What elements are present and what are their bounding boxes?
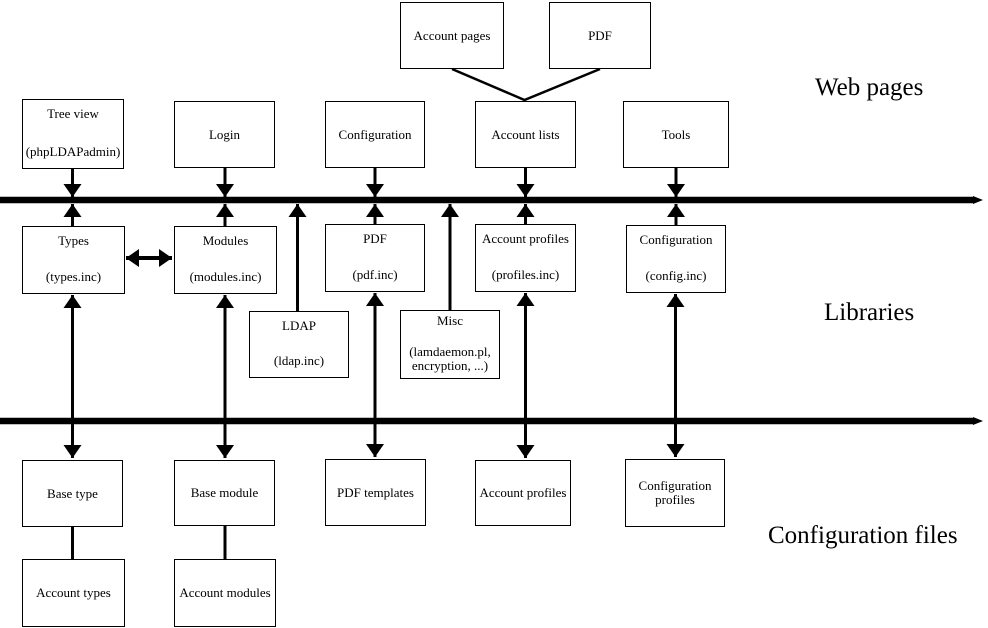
node-label: Account types — [36, 585, 111, 600]
node-label: Misc — [437, 313, 463, 328]
node-base-module: Base module — [174, 460, 275, 526]
node-tree-view: Tree view (phpLDAPadmin) — [22, 99, 124, 169]
node-sublabel: (ldap.inc) — [273, 353, 325, 368]
node-tools: Tools — [623, 101, 729, 168]
node-label: Types — [58, 233, 89, 248]
arrows-web-to-bus — [63, 168, 685, 197]
node-sublabel: (pdf.inc) — [352, 267, 398, 282]
node-pdf-templates: PDF templates — [325, 459, 426, 526]
section-label-libraries: Libraries — [824, 299, 915, 326]
node-account-modules: Account modules — [174, 559, 276, 627]
bus-line-libraries-config — [0, 417, 983, 425]
node-account-types: Account types — [22, 559, 125, 627]
section-label-configuration-files: Configuration files — [768, 522, 958, 549]
node-sublabel: (profiles.inc) — [491, 267, 560, 282]
node-account-pages: Account pages — [400, 2, 504, 69]
node-label: Login — [208, 126, 241, 142]
node-pdf-pages: PDF — [549, 2, 651, 69]
node-base-type: Base type — [22, 460, 123, 527]
node-sublabel: (types.inc) — [45, 269, 102, 284]
arrows-lib-to-bus — [63, 204, 685, 311]
node-label: Base module — [190, 485, 259, 500]
node-configuration-lib: Configuration (config.inc) — [626, 225, 726, 293]
node-label: Account profiles — [479, 485, 567, 500]
bus-line-web-libraries — [0, 196, 983, 204]
arrows-lib-config — [63, 293, 685, 458]
node-configuration-web: Configuration — [325, 101, 425, 168]
node-sublabel: (config.inc) — [645, 268, 707, 283]
node-label: Configuration — [639, 232, 713, 247]
node-pdf-lib: PDF (pdf.inc) — [325, 224, 425, 292]
node-label: Account modules — [179, 585, 271, 600]
node-label: PDF templates — [337, 484, 414, 500]
node-ldap: LDAP (ldap.inc) — [249, 311, 349, 378]
node-label: Account profiles — [481, 231, 569, 246]
node-label: Configuration profiles — [638, 478, 712, 507]
node-label: Account pages — [413, 27, 491, 43]
node-sublabel: (modules.inc) — [189, 269, 262, 284]
node-label: PDF — [588, 27, 612, 43]
node-account-profiles-lib: Account profiles (profiles.inc) — [475, 224, 576, 292]
node-label: LDAP — [282, 318, 316, 333]
node-account-lists: Account lists — [475, 101, 576, 168]
node-configuration-profiles: Configuration profiles — [625, 459, 725, 527]
node-label: Account lists — [491, 126, 560, 142]
node-label: Base type — [47, 485, 98, 501]
node-label: Tools — [661, 126, 691, 142]
node-modules: Modules (modules.inc) — [174, 226, 277, 294]
node-label: Configuration — [338, 126, 412, 142]
line-pages-pdf-to-account-lists — [451, 67, 601, 102]
node-account-profiles-files: Account profiles — [475, 460, 571, 526]
node-types: Types (types.inc) — [22, 226, 125, 294]
node-label: PDF — [363, 231, 387, 246]
node-label: Modules — [202, 233, 249, 248]
node-sublabel: (phpLDAPadmin) — [25, 144, 121, 159]
node-sublabel: (lamdaemon.pl, encryption, ...) — [409, 344, 491, 373]
node-login: Login — [174, 101, 275, 168]
node-label: Tree view — [47, 106, 99, 121]
section-label-web-pages: Web pages — [815, 74, 924, 101]
node-misc: Misc (lamdaemon.pl, encryption, ...) — [400, 310, 500, 379]
